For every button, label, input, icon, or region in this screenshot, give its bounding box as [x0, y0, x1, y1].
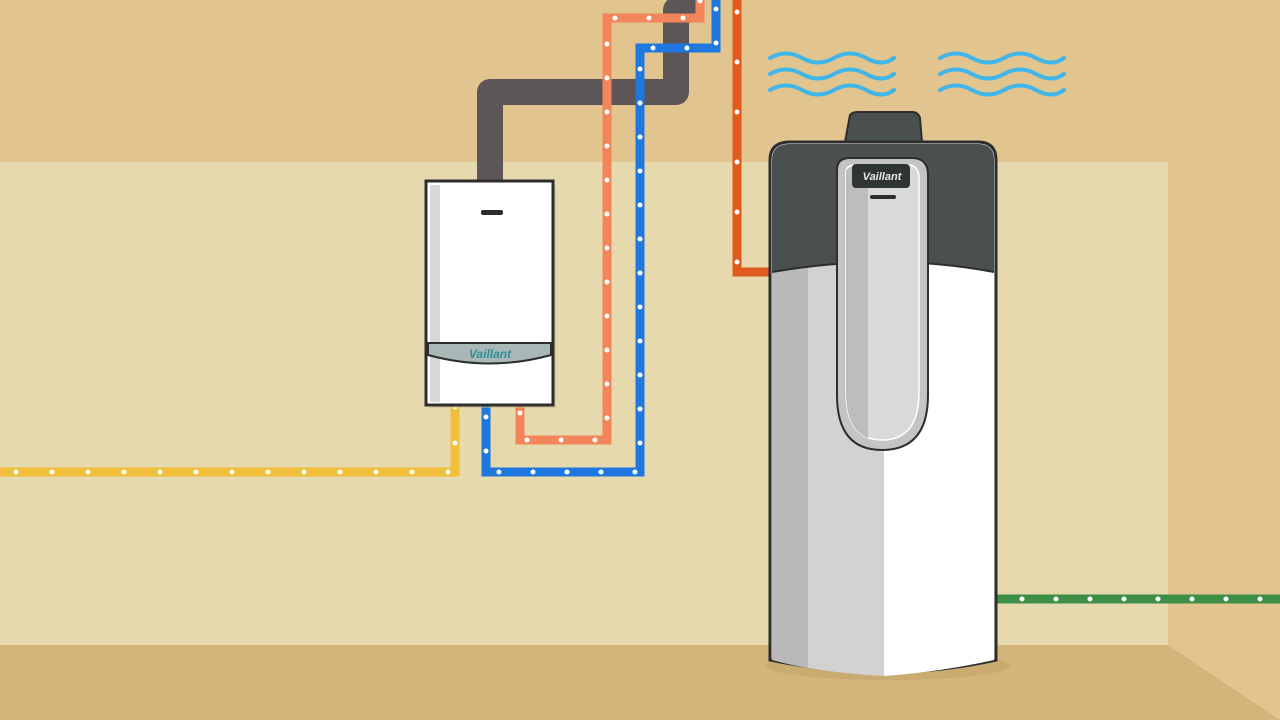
cold-return-pipe [481, 0, 721, 477]
heat-waves [768, 51, 1066, 97]
cylinder-logo: Vaillant [863, 171, 903, 183]
hot-supply-pipe [515, 0, 705, 445]
boiler-display-slot [481, 210, 503, 215]
heat-wave-left [768, 51, 896, 97]
boiler-logo: Vaillant [469, 347, 512, 361]
gas-pipe [0, 402, 460, 477]
side-wall [1168, 150, 1280, 720]
hot-water-pipe [732, 0, 778, 277]
heat-pump-cylinder: Vaillant [766, 111, 1010, 680]
cylinder-display [852, 164, 910, 188]
wall-boiler: Vaillant [424, 179, 556, 408]
floor [0, 645, 1280, 720]
cylinder-indicator [870, 195, 896, 199]
boiler-control-band [427, 342, 552, 365]
heat-wave-right [938, 51, 1066, 97]
